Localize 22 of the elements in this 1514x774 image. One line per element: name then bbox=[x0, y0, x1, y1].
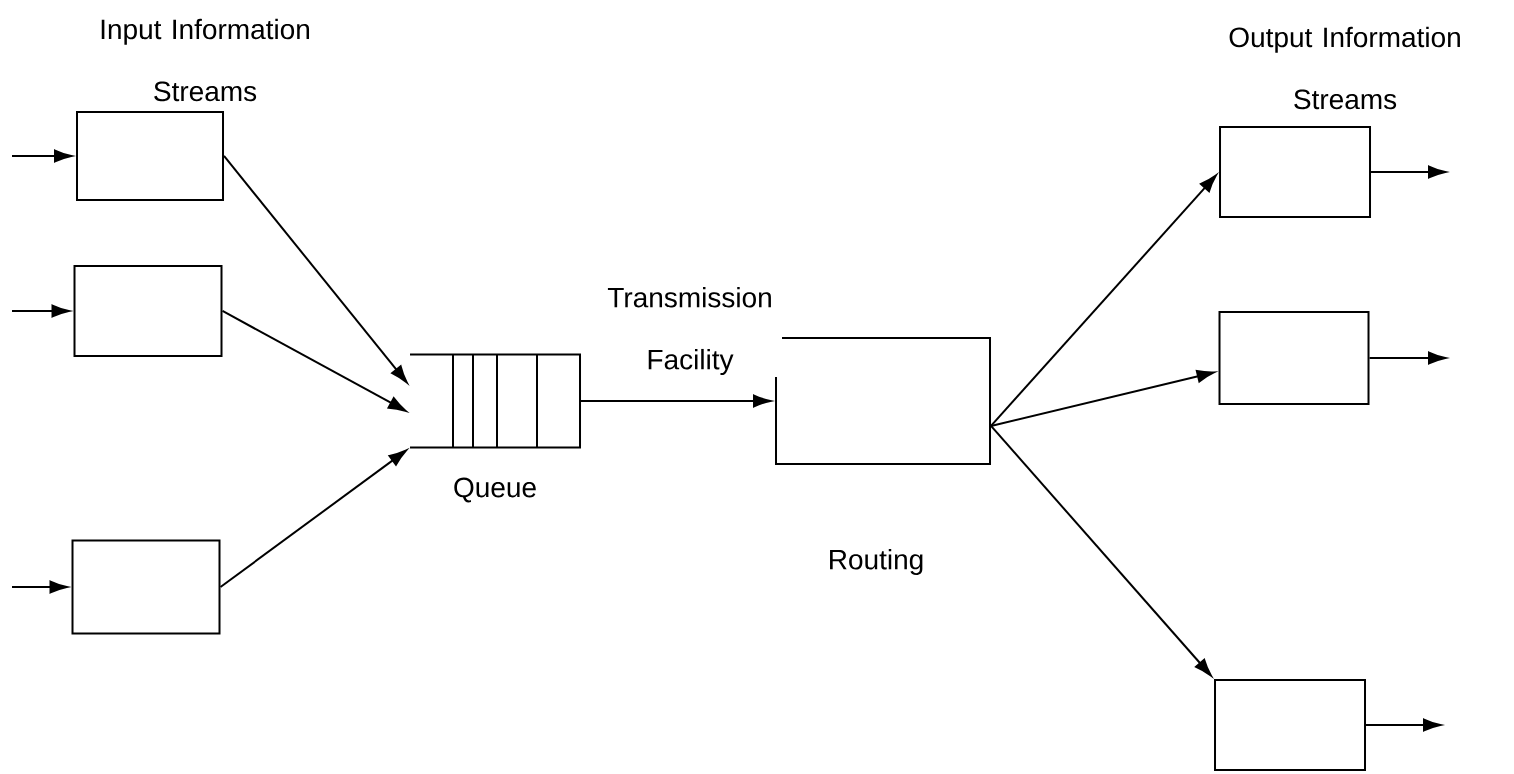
arrow bbox=[11, 149, 73, 163]
arrow bbox=[1368, 351, 1447, 365]
process-box bbox=[76, 111, 224, 201]
arrow bbox=[11, 304, 70, 318]
arrow bbox=[219, 449, 407, 588]
node-caption: Routing bbox=[830, 548, 923, 576]
process-box bbox=[71, 539, 221, 635]
edge-label: Transmission Facility bbox=[598, 284, 782, 378]
queue-drawing bbox=[409, 353, 581, 449]
process-box bbox=[775, 337, 991, 465]
arrow bbox=[579, 394, 772, 408]
arrow bbox=[990, 424, 1212, 677]
node-caption: Queue bbox=[454, 477, 536, 503]
process-box bbox=[1219, 126, 1371, 218]
process-box bbox=[73, 265, 223, 357]
arrow bbox=[11, 580, 68, 594]
arrow bbox=[221, 310, 407, 412]
process-box bbox=[1214, 679, 1366, 771]
arrow bbox=[1370, 165, 1447, 179]
arrow bbox=[1365, 718, 1442, 732]
process-box bbox=[1218, 311, 1370, 405]
arrow bbox=[223, 155, 408, 384]
